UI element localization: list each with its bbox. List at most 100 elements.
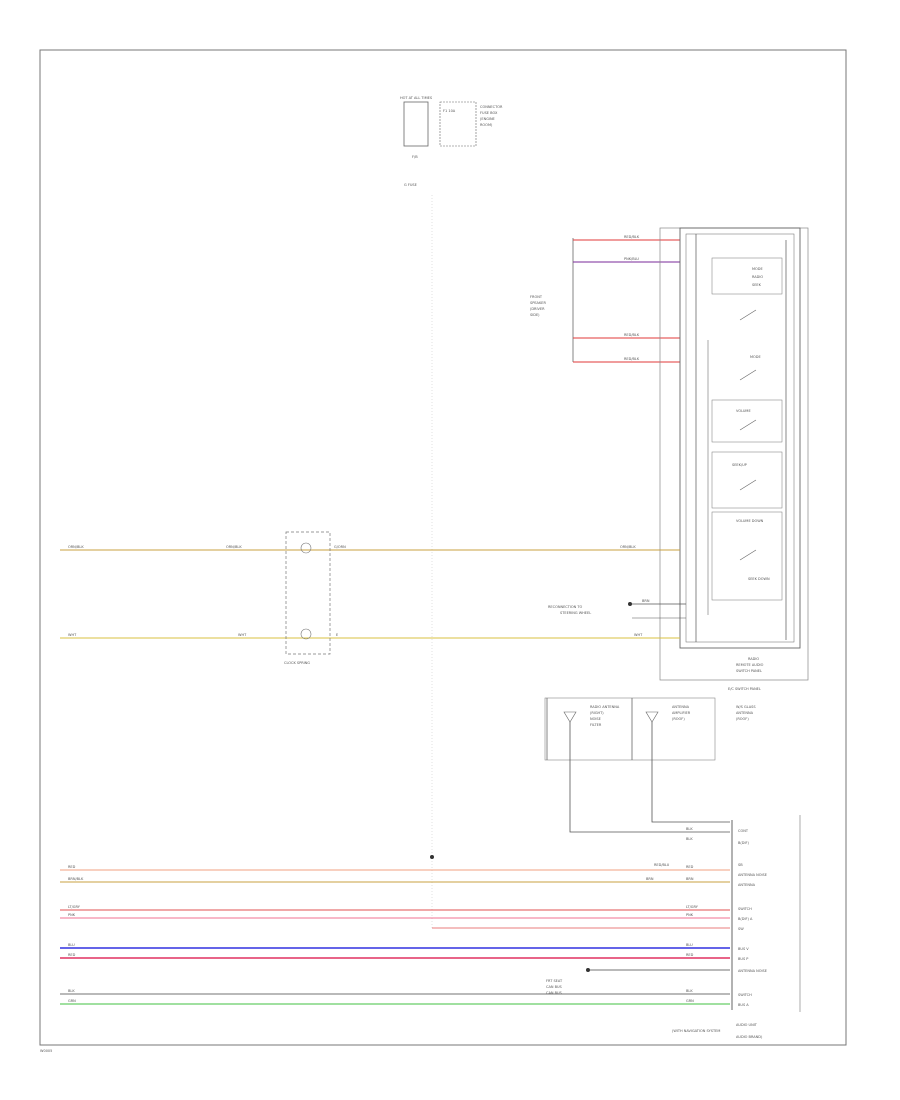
top-fuse-side-0: CONNECTOR [480,105,503,109]
antenna-block: RADIO ANTENNA (RIGHT) NOISE FILTER ANTEN… [544,697,756,833]
speaker-wire-1: PNK/BLU [624,257,639,261]
right-pin-5: SWITCH [738,907,752,911]
top-fuse-below: F/B [412,155,418,159]
antenna-side-0: W/S GLASS [736,705,756,709]
right-pin-0: CONT [738,829,749,833]
antenna-1-label-1: AMPLIFIER [672,711,691,715]
bottom-wire-1: BLK [686,837,693,841]
bottom-left-9: GRN [68,999,76,1003]
top-fuse-block: HOT AT ALL TIMES F1 10A CONNECTOR FUSE B… [400,96,503,930]
switch-label-3: VOLUME DOWN [736,519,764,523]
speaker-label-3: SIDE) [530,313,540,317]
top-fuse-side-1: FUSE BOX [480,111,498,115]
top-fuse-left-label: HOT AT ALL TIMES [400,96,433,100]
ground-label-0: RECONNECTION TO [548,605,583,609]
mid-wire-0-mid: ORN/BLK [226,545,242,549]
footer-code: W0005 [40,1049,52,1053]
clock-spring-label: CLOCK SPRING [284,661,310,665]
diagram-frame [39,49,847,1046]
bottom-wire-0: BLK [686,827,693,831]
right-pin-4: ANTENNA [738,883,756,887]
speaker-wire-3: RED/BLK [624,357,640,361]
switch-label-1: VOLUME [736,409,751,413]
right-pin-2: SB [738,863,743,867]
right-pin-1: B(DIF) [738,841,750,845]
pin-note-1: CAN BUS [546,985,563,989]
right-pin-7: SW [738,927,744,931]
bottom-wire-7: RED [686,953,694,957]
speaker-label-0: FRONT [530,295,543,299]
ground-connector: RECONNECTION TO STEERING WHEEL BRN [548,599,686,619]
module-name-0: RADIO [748,657,759,661]
bottom-left-6: BLU [68,943,75,947]
ground-label-1: STEERING WHEEL [560,611,591,615]
speaker-label-2: (DRIVER [530,307,545,311]
antenna-0-label-1: (RIGHT) [590,711,604,715]
bottom-wire-6: BLU [686,943,693,947]
top-fuse-side-2: (ENGINE [480,117,495,121]
bottom-wire-3: BRN [686,877,694,881]
mid-wire-0-right: ORN/BLK [620,545,636,549]
bottom-wires: RED BRN/BLK LT/GRY PNK BLU RED BLK GRN B… [60,827,730,1005]
antenna-1-label-2: (ROOF) [672,717,685,721]
bottom-left-8: BLK [68,989,75,993]
mid-wire-0-left: ORN/BLK [68,545,84,549]
junction-label: G FUSE [404,183,417,187]
switch-label-2: SEEK/UP [732,463,747,467]
bottom-left-3: BRN/BLK [68,877,84,881]
pin-note-2: CAN BUS [546,991,563,995]
right-pin-8: BUS V [738,947,749,951]
antenna-side-1: ANTENNA [736,711,754,715]
speaker-label-1: SPEAKER [530,301,546,305]
right-pin-11: SWITCH [738,993,752,997]
bottom-pin-3: BRN [646,877,654,881]
right-pin-9: BUS P [738,957,748,961]
bottom-wire-4: LT/GRY [686,905,699,909]
module-name-1: REMOTE AUDIO [736,663,764,667]
speaker-group: FRONT SPEAKER (DRIVER SIDE) RED/BLK PNK/… [530,235,680,363]
antenna-0-label-3: FILTER [590,723,602,727]
antenna-0-label-0: RADIO ANTENNA [590,705,620,709]
bottom-left-5: PNK [68,913,76,917]
right-pin-10: ANTENNA NOISE [738,969,767,973]
module-connector: E/C SWITCH PANEL [728,687,761,691]
antenna-side-2: (ROOF) [736,717,749,721]
mid-wire-1-end: E [336,633,338,637]
radio-name-0: AUDIO UNIT [736,1023,758,1027]
mid-wire-0-end: G/ORN [334,545,346,549]
ground-wire: BRN [642,599,650,603]
mid-wire-1-right: WHT [634,633,643,637]
switch-label-0: MODE [750,355,761,359]
right-pin-12: BUS A [738,1003,749,1007]
switch-label-4: SEEK DOWN [748,577,770,581]
bottom-left-2: RED [68,865,76,869]
right-pin-6: B(DIF) A [738,917,753,921]
radio-name-2: AUDIO BRAND) [736,1035,763,1039]
module-top-0: MODE [752,267,763,271]
antenna-1-label-0: ANTENNA [672,705,690,709]
radio-unit: CONT B(DIF) SB ANTENNA NOISE ANTENNA SWI… [672,815,801,1039]
clock-spring: CLOCK SPRING [284,531,331,665]
right-pin-3: ANTENNA NOISE [738,873,767,877]
top-fuse-text: F1 10A [443,109,456,113]
top-fuse-side-3: ROOM) [480,123,493,127]
bottom-pin-2: RED/BLU [654,863,670,867]
speaker-wire-0: RED/BLK [624,235,640,239]
pin-note-0: FRT SEAT [546,979,563,983]
bottom-wire-5: PNK [686,913,694,917]
bottom-left-4: LT/GRY [68,905,81,909]
speaker-wire-2: RED/BLK [624,333,640,337]
module-top-2: SEEK [752,283,762,287]
bottom-wire-9: GRN [686,999,694,1003]
bottom-left-7: RED [68,953,76,957]
bottom-wire-2: RED [686,865,694,869]
mid-wire-1-mid: WHT [238,633,247,637]
module-top-1: RADIO [752,275,763,279]
mid-wire-1-left: WHT [68,633,77,637]
module-name-2: SWITCH PANEL [736,669,762,673]
switch-module: MODE RADIO SEEK MODE VOLUME SEEK/UP VOLU… [659,227,809,691]
radio-name-1: (WITH NAVIGATION SYSTEM [672,1029,720,1033]
bottom-wire-8: BLK [686,989,693,993]
mid-wires: ORN/BLK ORN/BLK ORN/BLK WHT WHT WHT G/OR… [60,545,680,639]
